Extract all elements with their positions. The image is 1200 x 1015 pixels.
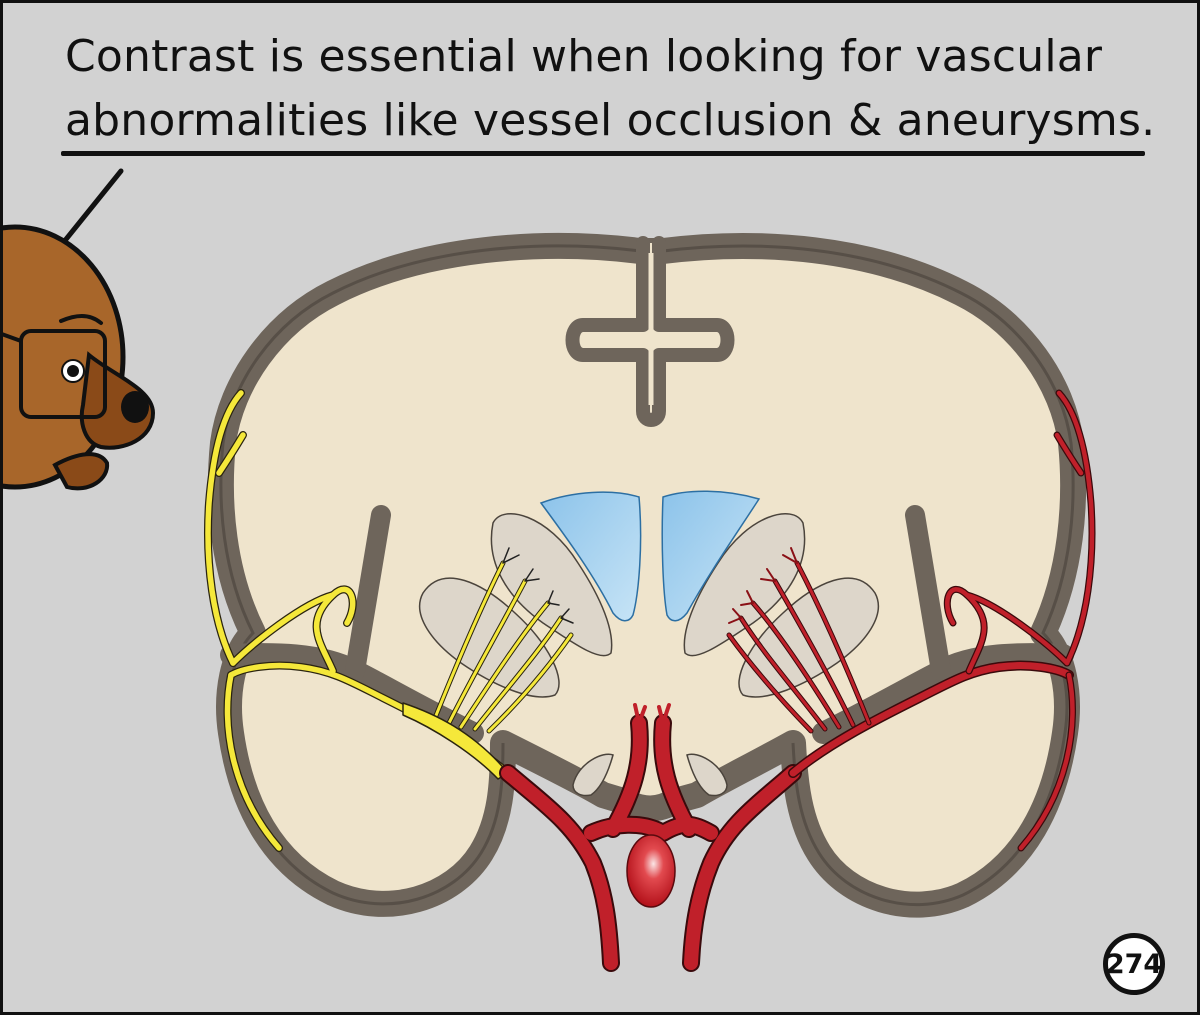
perfused-vessels <box>499 389 1096 972</box>
left-small-nucleus <box>572 753 614 797</box>
caption-line-2: abnormalities like vessel occlusion & an… <box>65 95 1156 146</box>
dog-snout <box>79 351 156 450</box>
page-number: 274 <box>1105 948 1163 980</box>
caption-underline <box>61 151 1145 156</box>
page-number-badge: 274 <box>1103 933 1165 995</box>
right-small-nucleus <box>686 753 728 797</box>
brain-section <box>207 233 1087 918</box>
right-lateral-ventricle <box>661 490 761 622</box>
brain-illustration <box>3 168 1096 972</box>
left-lateral-ventricle <box>539 491 642 622</box>
caption-line-1: Contrast is essential when looking for v… <box>65 31 1103 82</box>
caption-text: Contrast is essential when looking for v… <box>65 25 1165 153</box>
character-dog <box>3 224 156 491</box>
speech-tail <box>60 168 124 246</box>
aneurysm <box>626 834 676 908</box>
occluded-vessels <box>204 389 574 852</box>
glasses-icon <box>3 329 107 419</box>
dog-nose <box>121 391 149 423</box>
dog-mouth <box>52 452 110 491</box>
dog-eyebrow <box>59 314 103 325</box>
left-caudate-putamen <box>490 513 613 657</box>
